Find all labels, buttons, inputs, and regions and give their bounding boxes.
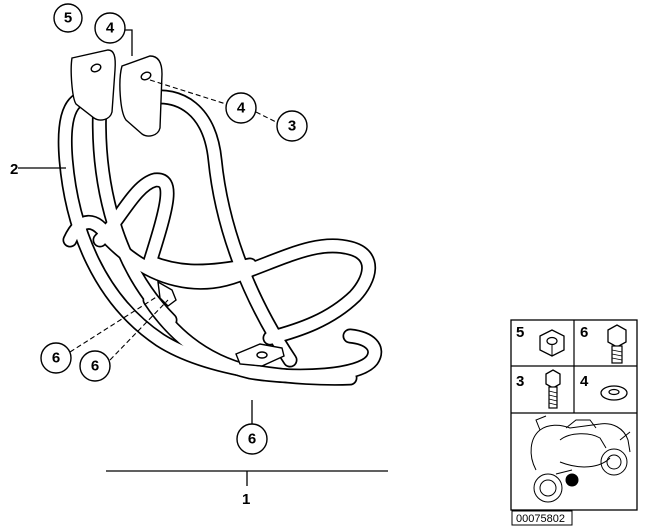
parts-legend: 5 6 3 4 bbox=[510, 319, 638, 526]
svg-text:6: 6 bbox=[91, 358, 99, 375]
mounting-plate-right bbox=[119, 55, 163, 137]
callout-4-top: 4 bbox=[94, 12, 126, 44]
clip bbox=[157, 280, 177, 307]
callout-4-right: 4 bbox=[225, 92, 257, 124]
hex-bolt-icon bbox=[607, 324, 627, 364]
svg-text:2: 2 bbox=[10, 161, 18, 178]
callout-5: 5 bbox=[53, 3, 83, 33]
crash-bar-assembly bbox=[57, 49, 383, 386]
legend-label-screw: 3 bbox=[516, 373, 524, 390]
washer-icon bbox=[600, 385, 628, 401]
svg-text:4: 4 bbox=[106, 20, 115, 37]
reference-number: 00075802 bbox=[516, 513, 565, 525]
motorcycle-location-icon bbox=[530, 415, 631, 503]
svg-text:6: 6 bbox=[248, 431, 256, 448]
nut-icon bbox=[539, 329, 565, 357]
svg-text:1: 1 bbox=[242, 491, 250, 508]
svg-text:5: 5 bbox=[64, 10, 72, 27]
legend-label-nut: 5 bbox=[516, 324, 524, 341]
callout-3: 3 bbox=[276, 110, 308, 142]
callout-2: 2 bbox=[10, 161, 18, 178]
legend-label-washer: 4 bbox=[580, 373, 589, 390]
callout-6-left: 6 bbox=[40, 342, 72, 374]
legend-label-hex-bolt: 6 bbox=[580, 324, 588, 341]
svg-text:6: 6 bbox=[52, 350, 60, 367]
callout-1: 1 bbox=[242, 491, 250, 508]
svg-text:4: 4 bbox=[237, 100, 246, 117]
callout-6-mid: 6 bbox=[79, 350, 111, 382]
screw-icon bbox=[545, 369, 561, 409]
svg-text:3: 3 bbox=[288, 118, 296, 135]
callout-6-bottom: 6 bbox=[236, 423, 268, 455]
mounting-plate-left bbox=[70, 49, 116, 121]
